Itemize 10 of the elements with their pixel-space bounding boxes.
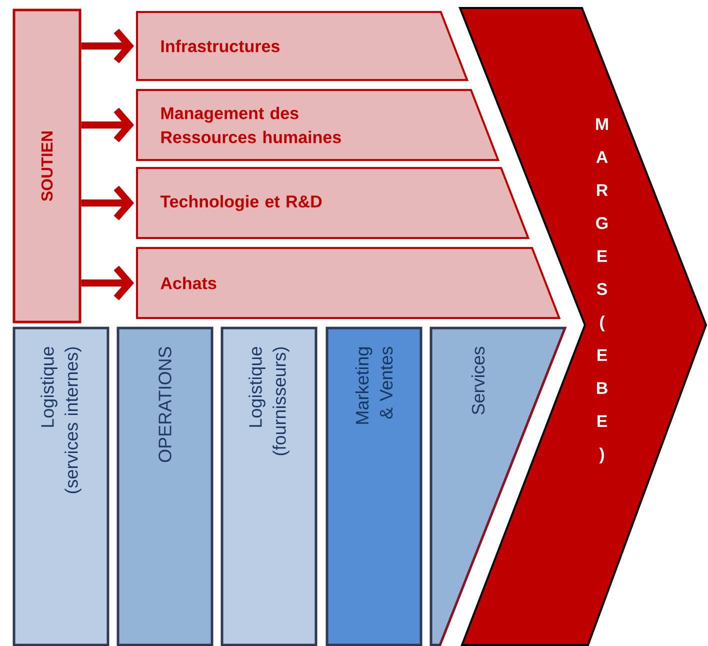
activity-box: Management des Ressources humaines bbox=[136, 89, 500, 161]
activity-column: OPERATIONS bbox=[116, 326, 214, 646]
activity-column: Logistique (fournisseurs) bbox=[220, 326, 318, 646]
activity-column: Services bbox=[430, 326, 567, 646]
support-box: SOUTIEN bbox=[12, 8, 82, 324]
activity-column: Marketing & Ventes bbox=[326, 326, 422, 646]
activity-box: Achats bbox=[136, 247, 561, 319]
activity-column: Logistique (services internes) bbox=[12, 326, 110, 646]
activity-box: Technologie et R&D bbox=[136, 167, 530, 239]
activity-box: Infrastructures bbox=[136, 11, 469, 81]
